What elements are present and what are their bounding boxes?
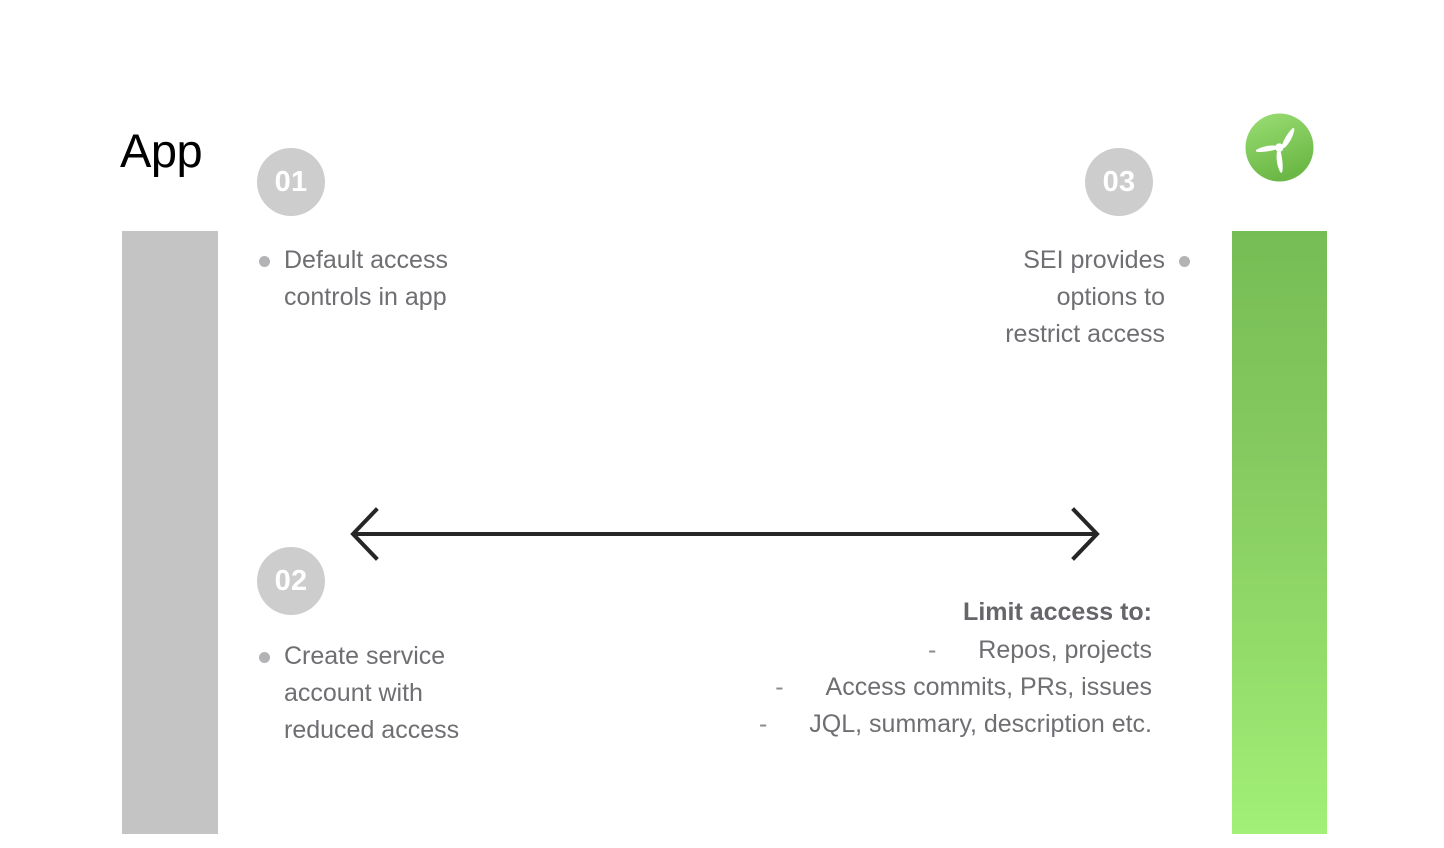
propeller-logo xyxy=(1245,113,1314,182)
step-badge-02: 02 xyxy=(257,547,325,615)
bullet-dot-icon xyxy=(259,652,270,663)
limit-access-item: - Repos, projects xyxy=(620,632,1152,669)
limit-access-heading: Limit access to: xyxy=(963,598,1152,626)
limit-access-item: - Access commits, PRs, issues xyxy=(620,669,1152,706)
step-bullet-03-text: SEI provides options to restrict access xyxy=(1005,246,1165,348)
app-column-bar xyxy=(122,231,218,834)
step-badge-01: 01 xyxy=(257,148,325,216)
page-title: App xyxy=(120,124,203,177)
sei-column-bar xyxy=(1232,231,1327,834)
list-dash: - xyxy=(758,710,768,738)
double-headed-arrow xyxy=(348,503,1102,565)
bullet-dot-icon xyxy=(1179,256,1190,267)
bullet-dot-icon xyxy=(259,256,270,267)
step-bullet-02: Create service account with reduced acce… xyxy=(259,638,579,749)
step-bullet-02-text: Create service account with reduced acce… xyxy=(284,642,460,744)
limit-access-item-text: Repos, projects xyxy=(978,636,1152,664)
limit-access-item: - JQL, summary, description etc. xyxy=(620,706,1152,743)
list-dash: - xyxy=(775,673,784,701)
step-bullet-01: Default access controls in app xyxy=(259,242,579,316)
limit-access-list: Limit access to: - Repos, projects - Acc… xyxy=(620,594,1152,743)
limit-access-item-text: Access commits, PRs, issues xyxy=(825,673,1152,701)
list-dash: - xyxy=(927,636,937,664)
step-bullet-03: SEI provides options to restrict access xyxy=(880,242,1190,353)
limit-access-item-text: JQL, summary, description etc. xyxy=(809,710,1152,738)
step-bullet-01-text: Default access controls in app xyxy=(284,246,448,311)
step-badge-03: 03 xyxy=(1085,148,1153,216)
